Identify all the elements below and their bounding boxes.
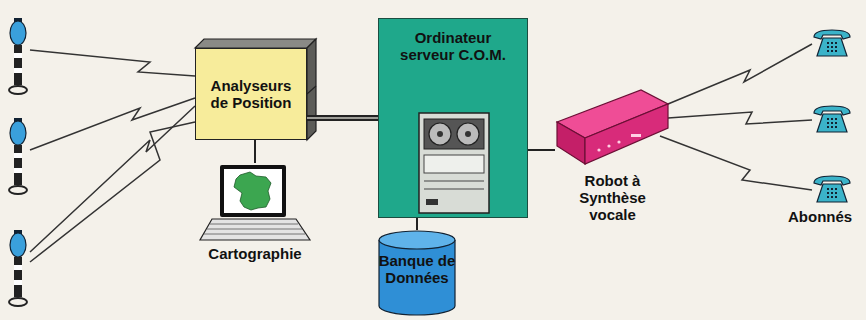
cartography-laptop: Cartographie <box>196 163 314 273</box>
node-artwork-shape <box>557 90 668 164</box>
subscriber-label: Abonnés <box>788 208 852 225</box>
node-artwork-shape <box>419 113 489 213</box>
radio-link <box>30 50 195 262</box>
node-text: Banque de Données <box>378 252 456 286</box>
voice-robot: Robot à Synthèse vocale <box>555 88 670 253</box>
node-text: Robot à Synthèse vocale <box>575 172 651 223</box>
beacon <box>9 118 27 194</box>
node-text: Cartographie <box>208 245 301 262</box>
box-seam <box>307 86 316 94</box>
node-text: Analyseurs de Position <box>202 77 300 111</box>
database-cylinder: Banque de Données <box>378 230 456 316</box>
node-artwork-shape <box>200 165 310 240</box>
connector <box>528 149 555 151</box>
connector <box>416 218 418 230</box>
box-side <box>307 39 316 140</box>
connector <box>254 140 256 163</box>
node-text: Ordinateur serveur C.O.M. <box>397 29 509 63</box>
position-analyser-box: Analyseurs de Position <box>195 48 307 140</box>
box-top <box>195 39 316 48</box>
node-artwork <box>555 88 670 253</box>
telephone <box>814 30 850 56</box>
connector-core <box>307 117 378 119</box>
phone-link <box>660 44 812 190</box>
server-box: Ordinateur serveur C.O.M. <box>378 18 528 218</box>
telephone <box>814 106 850 132</box>
beacon <box>9 230 27 306</box>
connector <box>307 115 378 121</box>
telephone <box>814 176 850 202</box>
beacon <box>9 18 27 94</box>
node-artwork-shape <box>379 231 455 315</box>
